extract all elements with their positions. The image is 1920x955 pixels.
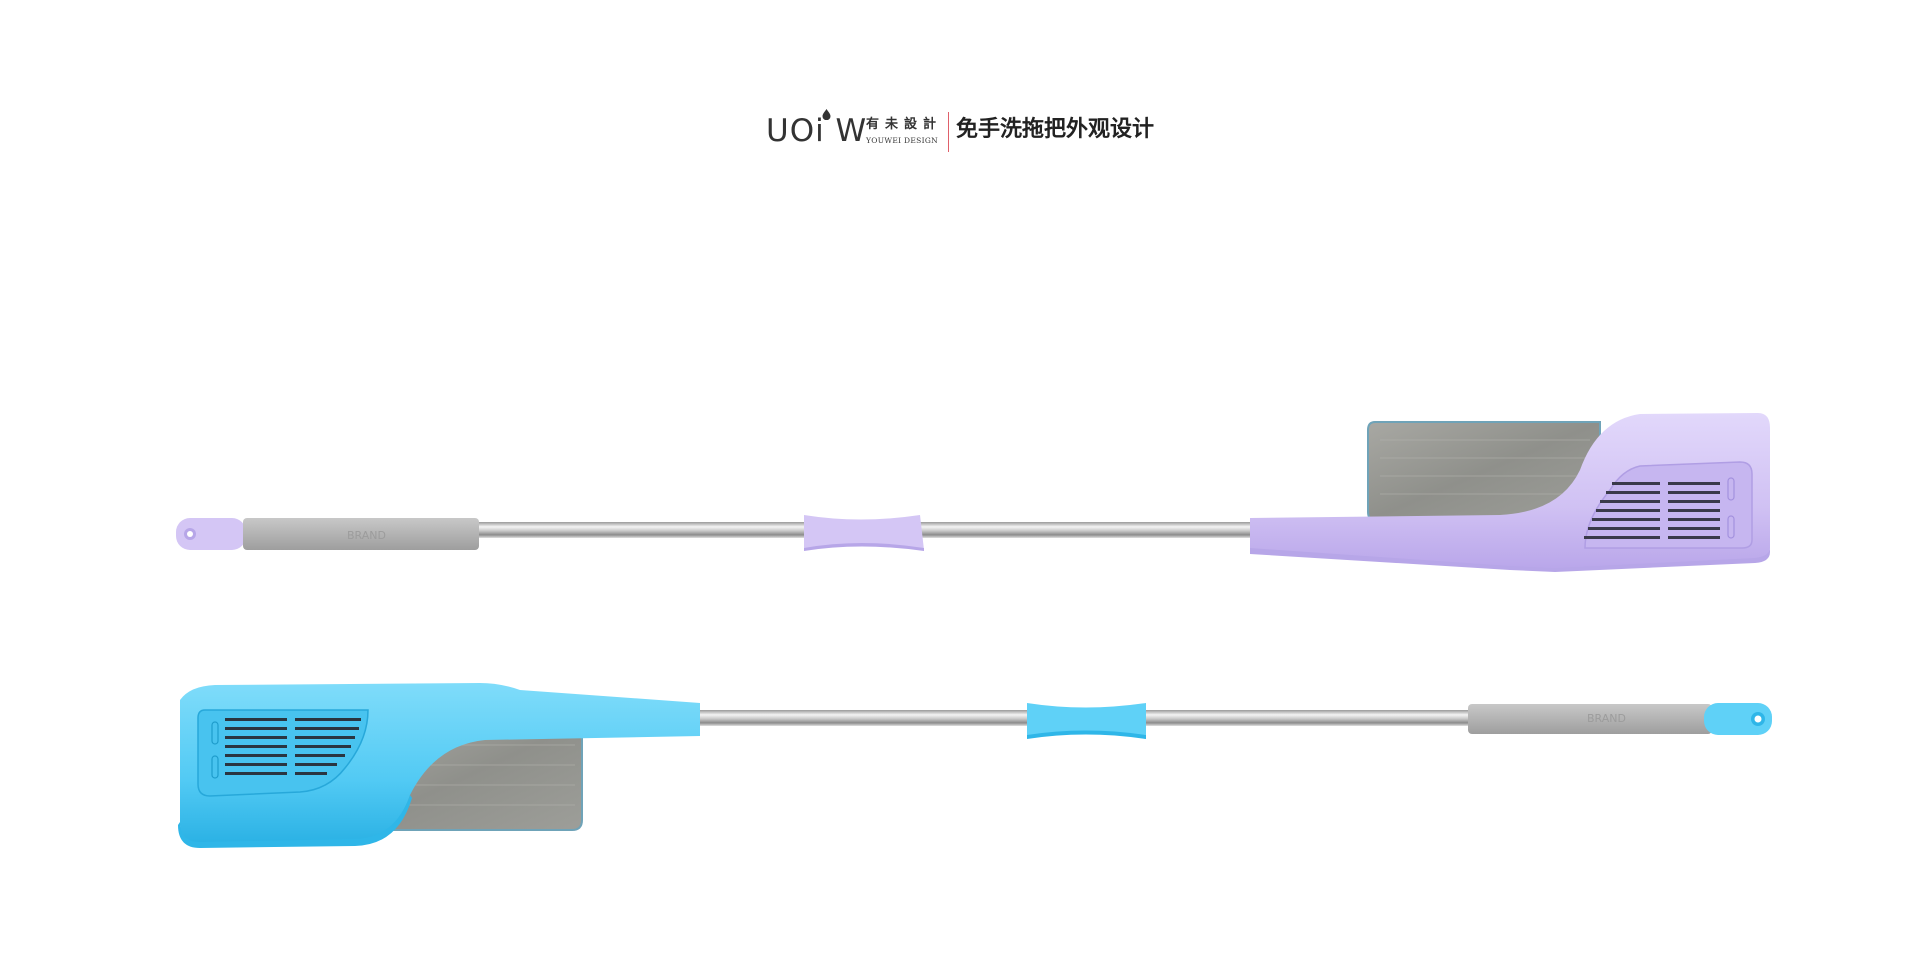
blue-mop-brand-label: BRAND xyxy=(1587,712,1626,725)
purple-mop-middle-clamp xyxy=(804,515,924,550)
blue-mop-indicator-bottom xyxy=(211,755,219,779)
logo-drop-icon xyxy=(822,109,831,120)
purple-mop-vent-grille-icon xyxy=(1584,482,1720,539)
purple-mop: BRAND xyxy=(176,413,1770,572)
purple-mop-pad-texture xyxy=(1380,439,1590,495)
blue-mop-end-cap xyxy=(1704,703,1772,735)
purple-mop-end-cap xyxy=(176,518,246,550)
blue-mop-indicator-top xyxy=(211,721,219,745)
blue-mop-vent-grille-icon xyxy=(225,718,361,775)
logo-english-text: YOUWEI DESIGN xyxy=(866,136,938,145)
purple-mop-indicator-bottom xyxy=(1727,515,1735,539)
blue-mop-middle-clamp xyxy=(1027,703,1146,738)
blue-mop-body-shade xyxy=(178,795,412,848)
page-title: 免手洗拖把外观设计 xyxy=(956,117,1155,142)
purple-mop-hang-hole-inner xyxy=(187,531,193,537)
purple-mop-body-shade xyxy=(1250,548,1770,572)
logo-mark: UOi W xyxy=(766,113,868,149)
header: UOi W 有未設計 YOUWEI DESIGN 免手洗拖把外观设计 xyxy=(0,108,1920,156)
logo-chinese-text: 有未設計 xyxy=(866,117,943,132)
purple-mop-brand-label: BRAND xyxy=(347,529,386,542)
blue-mop-hang-hole-inner xyxy=(1754,715,1762,723)
purple-mop-grip xyxy=(243,518,479,550)
blue-mop: BRAND xyxy=(178,683,1772,848)
purple-mop-indicator-top xyxy=(1727,477,1735,501)
blue-mop-clamp-shade xyxy=(1027,730,1146,739)
header-divider xyxy=(948,112,949,152)
blue-mop-grip xyxy=(1468,704,1712,734)
purple-mop-clamp-shade xyxy=(804,543,924,551)
